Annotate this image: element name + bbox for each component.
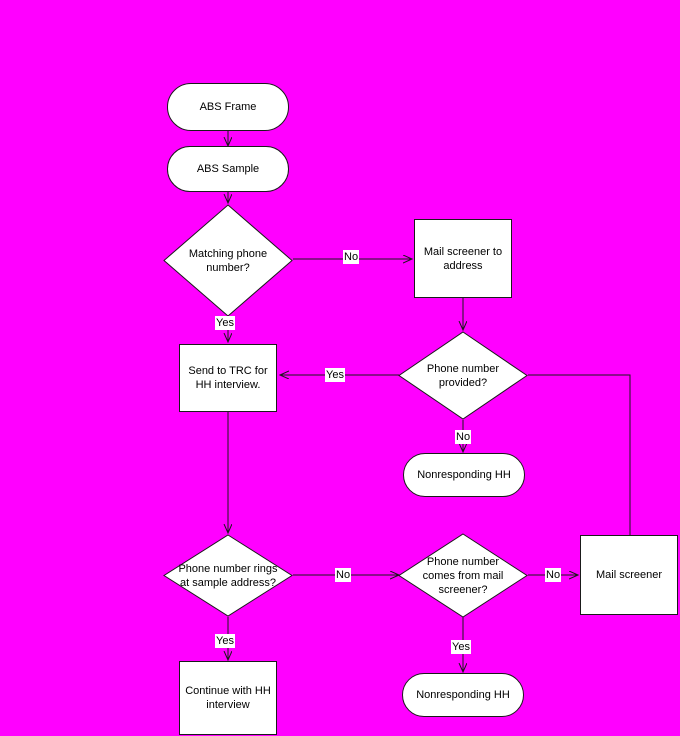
node-matching-phone-number-label: Matching phone number? (188, 247, 268, 274)
diamond-shape (398, 331, 528, 420)
node-abs-frame[interactable]: ABS Frame (167, 83, 289, 131)
node-nonresponding-hh-top[interactable]: Nonresponding HH (403, 453, 525, 497)
node-nonresponding-hh-top-label: Nonresponding HH (417, 469, 511, 481)
node-phone-rings-at-sample-address-label: Phone number rings at sample address? (178, 562, 278, 589)
node-continue-with-hh-interview[interactable]: Continue with HH interview (179, 661, 277, 735)
diamond-shape (398, 533, 528, 618)
node-abs-frame-label: ABS Frame (199, 101, 257, 113)
node-nonresponding-hh-bottom[interactable]: Nonresponding HH (402, 673, 524, 717)
node-send-to-trc[interactable]: Send to TRC for HH interview. (179, 344, 277, 412)
node-continue-with-hh-interview-label: Continue with HH interview (185, 685, 271, 711)
edge-phone-provided-to-mail-screener (528, 374, 631, 535)
node-phone-comes-from-mail-screener-label: Phone number comes from mail screener? (422, 555, 504, 596)
node-phone-rings-at-sample-address[interactable]: Phone number rings at sample address? (163, 534, 293, 617)
node-phone-comes-from-mail-screener[interactable]: Phone number comes from mail screener? (398, 533, 528, 618)
node-phone-number-provided-label: Phone number provided? (426, 362, 500, 389)
edge-label-from-mail-screener-yes: Yes (451, 640, 471, 654)
edge-label-matching-phone-no: No (343, 250, 360, 264)
edge-label-from-mail-screener-no: No (545, 568, 562, 582)
node-phone-number-provided[interactable]: Phone number provided? (398, 331, 528, 420)
edge-label-rings-yes: Yes (215, 634, 235, 648)
edge-label-matching-phone-yes: Yes (215, 316, 235, 330)
node-abs-sample-label: ABS Sample (196, 163, 260, 175)
node-matching-phone-number[interactable]: Matching phone number? (163, 204, 293, 317)
edge-label-phone-provided-yes: Yes (325, 368, 345, 382)
node-nonresponding-hh-bottom-label: Nonresponding HH (416, 689, 510, 701)
node-mail-screener-to-address-label: Mail screener to address (423, 245, 503, 272)
diamond-shape (163, 534, 293, 617)
node-mail-screener[interactable]: Mail screener (580, 535, 678, 615)
node-abs-sample[interactable]: ABS Sample (167, 146, 289, 192)
node-mail-screener-to-address[interactable]: Mail screener to address (414, 219, 512, 298)
edge-label-rings-no: No (335, 568, 352, 582)
node-mail-screener-label: Mail screener (595, 569, 663, 581)
edge-label-phone-provided-no: No (455, 430, 472, 444)
node-send-to-trc-label: Send to TRC for HH interview. (188, 365, 268, 391)
